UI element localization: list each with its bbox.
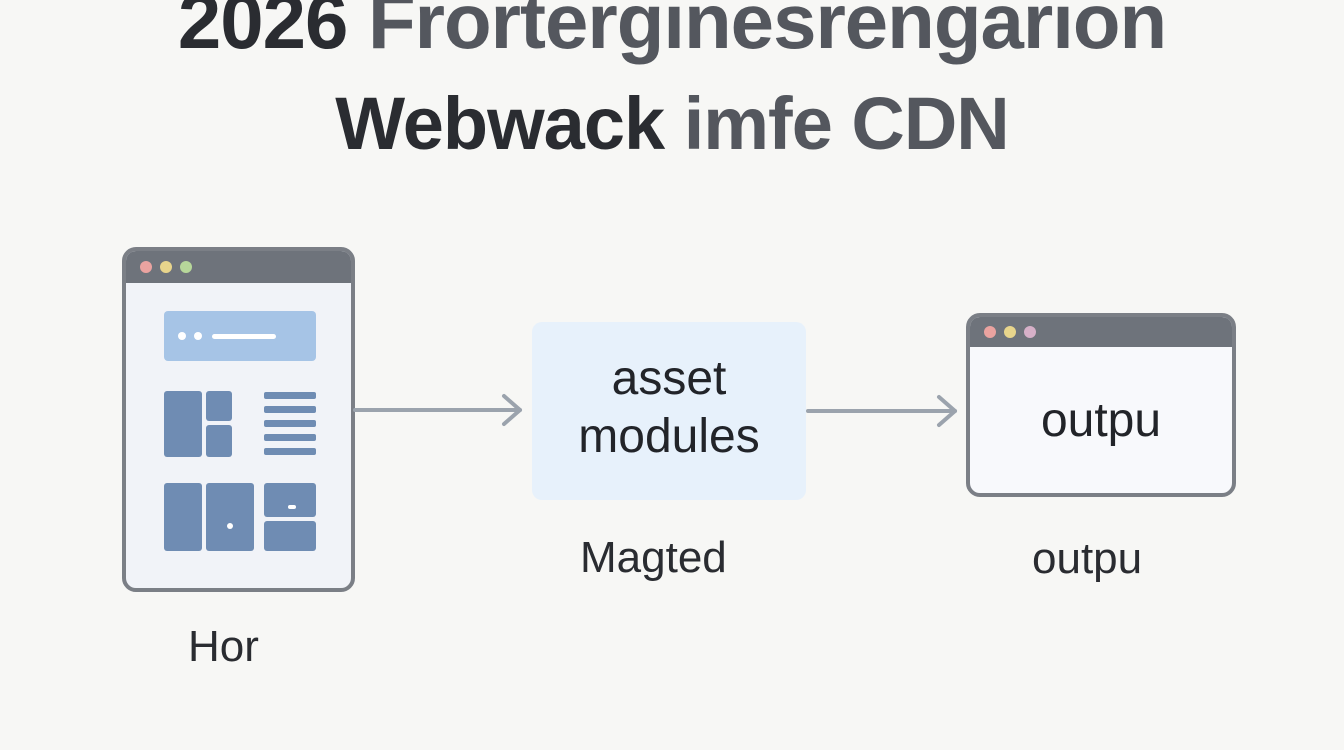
header-dot-icon [178, 332, 186, 340]
title-bold-word: Webwack [335, 82, 665, 165]
content-block [206, 425, 232, 457]
source-window-titlebar [126, 251, 351, 283]
block-dot-icon [227, 523, 233, 529]
maximize-dot-icon [1024, 326, 1036, 338]
maximize-dot-icon [180, 261, 192, 273]
header-dot-icon [194, 332, 202, 340]
process-node [532, 322, 806, 500]
close-dot-icon [140, 261, 152, 273]
header-line [212, 334, 276, 339]
output-window-text: outpu [1040, 394, 1162, 447]
source-label: Hor [188, 622, 259, 671]
text-line [264, 448, 316, 455]
source-window [122, 247, 355, 592]
arrow-head-icon [937, 395, 957, 427]
minimize-dot-icon [1004, 326, 1016, 338]
output-window-titlebar [970, 317, 1232, 347]
minimize-dot-icon [160, 261, 172, 273]
content-block [206, 391, 232, 421]
title-line-1-rest: Frorterginesrengarion [368, 0, 1167, 65]
title-line-1: 2026 Frorterginesrengarion [0, 0, 1344, 64]
content-block [164, 391, 202, 457]
text-line [264, 392, 316, 399]
output-window [966, 313, 1236, 497]
content-block [206, 483, 254, 551]
text-line [264, 420, 316, 427]
block-dash-icon [288, 505, 296, 509]
content-block [264, 483, 316, 517]
title-line-2-rest: imfe CDN [683, 82, 1010, 165]
arrow-head-icon [502, 394, 522, 426]
content-block [164, 483, 202, 551]
output-label: outpu [1032, 534, 1143, 583]
title-year: 2026 [177, 0, 349, 65]
text-line [264, 434, 316, 441]
title-line-2: Webwack imfe CDN [0, 82, 1344, 166]
content-block [264, 521, 316, 551]
text-line [264, 406, 316, 413]
source-header-bar [164, 311, 316, 361]
close-dot-icon [984, 326, 996, 338]
process-label: Magted [580, 533, 727, 582]
